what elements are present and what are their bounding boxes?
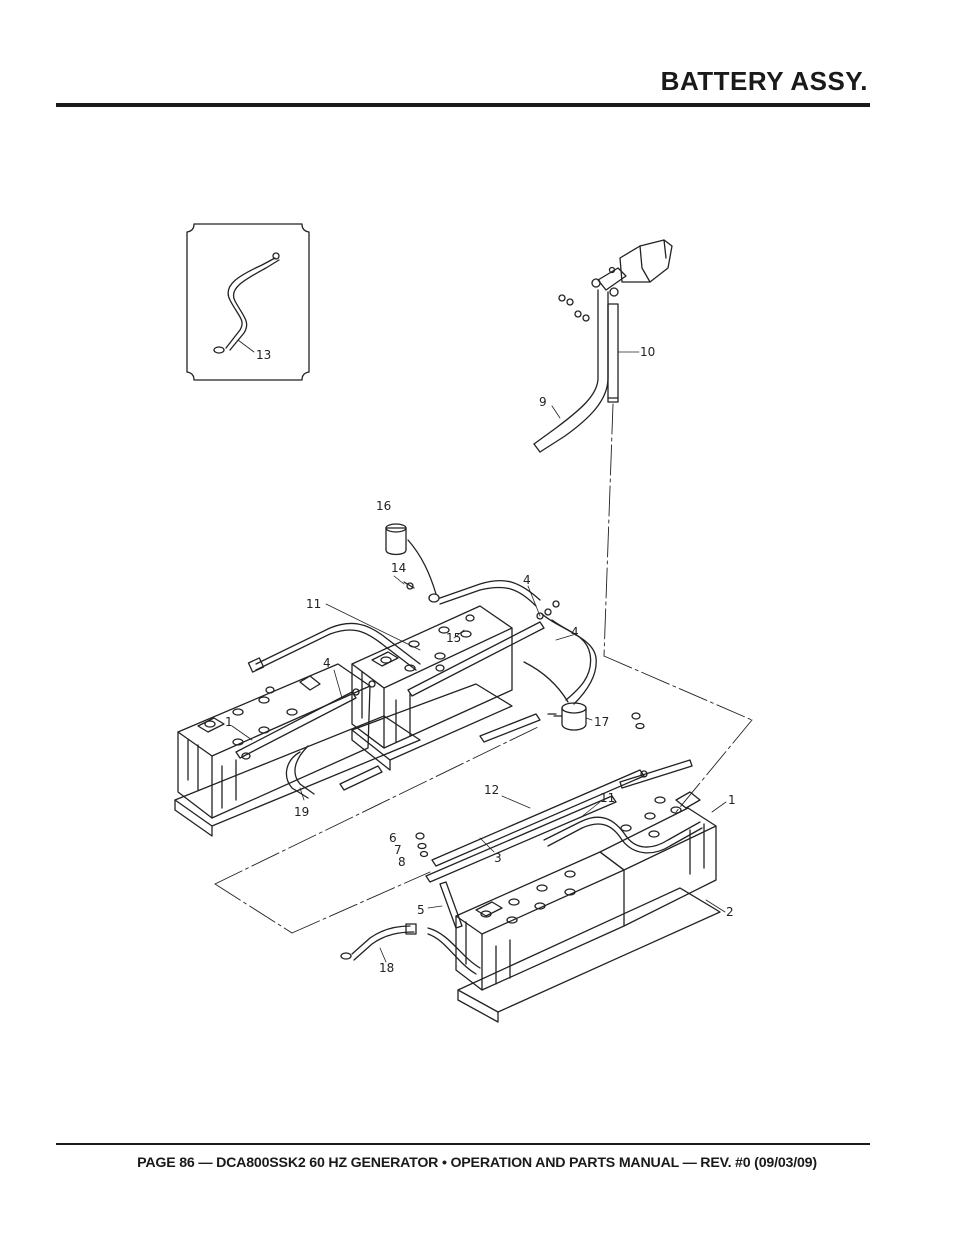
callout-4-top: 4 [523,573,531,587]
callout-3: 3 [494,851,502,865]
leader-lines [214,403,753,934]
callout-2: 2 [726,905,734,919]
callout-11-lower: 11 [600,791,615,805]
callout-leaders [231,351,727,963]
callout-1-upper: 1 [225,715,233,729]
callout-16: 16 [376,499,391,513]
callout-10: 10 [640,345,655,359]
battery-switch-group [533,239,673,453]
inset-box [186,223,310,381]
page-footer: PAGE 86 — DCA800SSK2 60 HZ GENERATOR • O… [137,1155,817,1171]
upper-battery-pair [174,523,597,837]
callout-18: 18 [379,961,394,975]
callout-17: 17 [594,715,609,729]
callout-6: 6 [389,831,397,845]
lower-battery-pair [340,712,721,1023]
callout-11-upper: 11 [306,597,321,611]
callout-1-lower: 1 [728,793,736,807]
callout-7: 7 [394,843,402,857]
callout-19: 19 [294,805,309,819]
header-rule [56,103,870,107]
callout-labels: 13 10 9 16 14 4 11 4 15 4 1 17 12 11 1 1… [225,345,736,975]
callout-4-right: 4 [571,625,579,639]
callout-5: 5 [417,903,425,917]
callout-12: 12 [484,783,499,797]
callout-14: 14 [391,561,406,575]
callout-9: 9 [539,395,547,409]
callout-4-left: 4 [323,656,331,670]
callout-8: 8 [398,855,406,869]
footer-rule [56,1143,870,1145]
page-title: BATTERY ASSY. [660,66,868,96]
callout-13: 13 [256,348,271,362]
callout-15: 15 [446,631,461,645]
